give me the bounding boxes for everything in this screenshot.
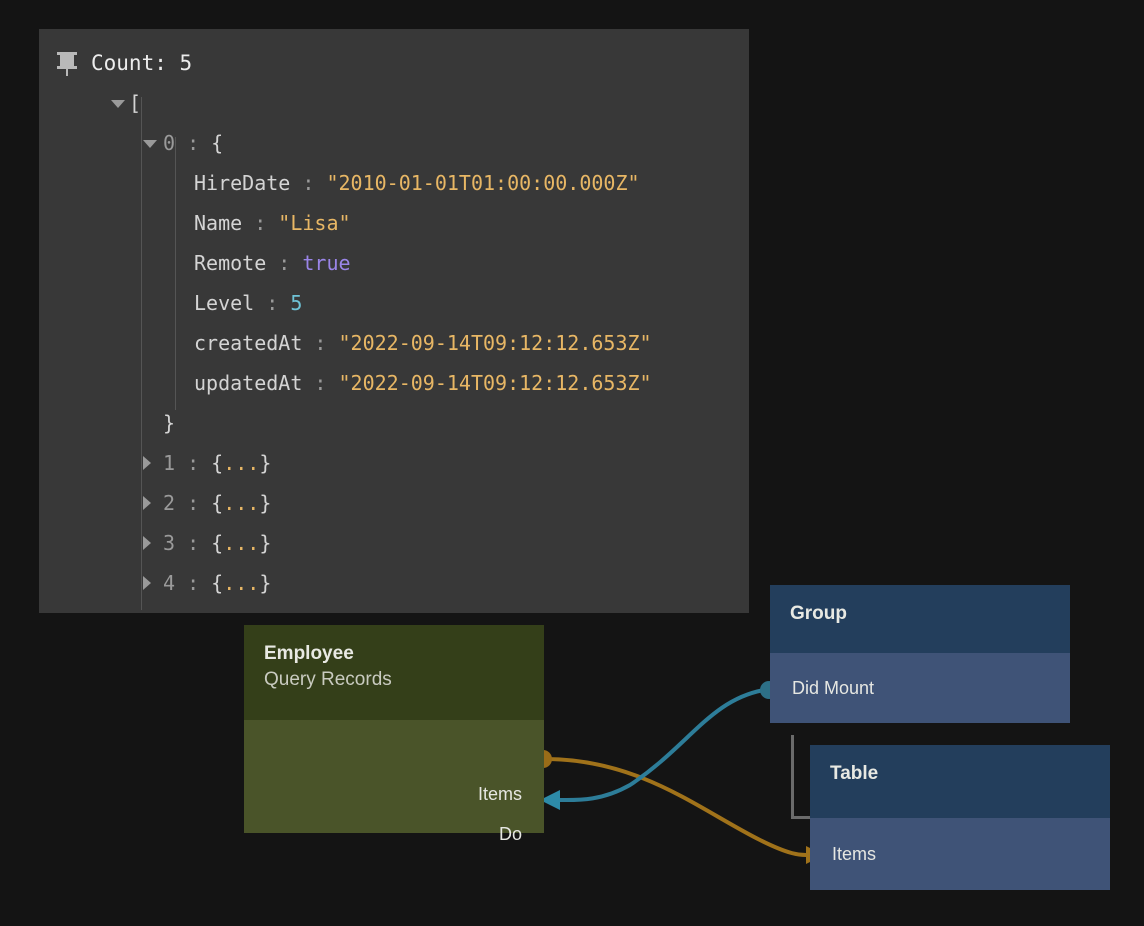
port-table-items[interactable]: Items [810, 834, 1110, 874]
json-index: 1 [163, 451, 175, 475]
json-brace-close: } [259, 571, 271, 595]
json-key: createdAt [194, 331, 302, 355]
json-separator: : [254, 291, 290, 315]
debug-count-row: Count: 5 [39, 43, 749, 83]
json-separator: : [175, 571, 211, 595]
debug-inspector-panel[interactable]: Count: 5 [0 : {HireDate : "2010-01-01T01… [39, 29, 749, 613]
chevron-right-icon[interactable] [143, 456, 151, 470]
json-collapsed-ellipsis: ... [223, 531, 259, 555]
json-tree-row[interactable]: 2 : {...} [39, 483, 749, 523]
port-group-did-mount[interactable]: Did Mount [770, 668, 1070, 708]
json-brace-close: } [259, 491, 271, 515]
json-tree-row[interactable]: 3 : {...} [39, 523, 749, 563]
json-tree-row[interactable]: } [39, 403, 749, 443]
json-tree-row[interactable]: Name : "Lisa" [39, 203, 749, 243]
json-separator: : [175, 531, 211, 555]
json-tree-row[interactable]: HireDate : "2010-01-01T01:00:00.000Z" [39, 163, 749, 203]
node-employee-subtitle: Query Records [264, 666, 524, 693]
json-index: 3 [163, 531, 175, 555]
json-tree-row[interactable]: updatedAt : "2022-09-14T09:12:12.653Z" [39, 363, 749, 403]
json-collapsed-ellipsis: ... [223, 451, 259, 475]
json-tree-row[interactable]: 0 : { [39, 123, 749, 163]
json-key: updatedAt [194, 371, 302, 395]
json-tree-row[interactable]: [ [39, 83, 749, 123]
chevron-right-icon[interactable] [143, 496, 151, 510]
chevron-right-icon[interactable] [143, 536, 151, 550]
json-key: HireDate [194, 171, 290, 195]
node-employee-header: Employee Query Records [244, 625, 544, 720]
json-brace-open: { [211, 531, 223, 555]
node-group-title: Group [790, 601, 1050, 626]
json-tree[interactable]: [0 : {HireDate : "2010-01-01T01:00:00.00… [39, 83, 749, 613]
json-value: "2010-01-01T01:00:00.000Z" [326, 171, 639, 195]
node-employee-body: Items Do [244, 720, 544, 833]
chevron-right-icon[interactable] [143, 576, 151, 590]
node-table-header: Table [810, 745, 1110, 818]
json-brace-open: { [211, 491, 223, 515]
json-brace-close: } [259, 451, 271, 475]
json-collapsed-ellipsis: ... [223, 571, 259, 595]
json-brace-close: } [259, 531, 271, 555]
json-separator: : [266, 251, 302, 275]
json-separator: : [175, 491, 211, 515]
tree-guide-line-2 [175, 137, 176, 410]
node-table[interactable]: Table Items [810, 745, 1110, 890]
json-index: 2 [163, 491, 175, 515]
wire-group-didmount-to-employee-do [558, 690, 764, 800]
json-separator: : [302, 331, 338, 355]
json-key: Name [194, 211, 242, 235]
json-value: 5 [290, 291, 302, 315]
json-tree-row[interactable]: Remote : true [39, 243, 749, 283]
wire-employee-items-to-table-items [545, 759, 806, 855]
node-group[interactable]: Group Did Mount [770, 585, 1070, 723]
port-employee-items[interactable]: Items [244, 774, 544, 814]
json-separator: : [175, 131, 211, 155]
node-employee[interactable]: Employee Query Records Items Do [244, 625, 544, 833]
json-index: 4 [163, 571, 175, 595]
nesting-bracket [791, 735, 811, 819]
json-value: "Lisa" [278, 211, 350, 235]
node-group-body: Did Mount [770, 653, 1070, 723]
port-employee-do[interactable]: Do [244, 814, 544, 854]
json-value: true [302, 251, 350, 275]
json-separator: : [290, 171, 326, 195]
json-value: "2022-09-14T09:12:12.653Z" [339, 371, 652, 395]
node-employee-title: Employee [264, 641, 524, 666]
json-separator: : [242, 211, 278, 235]
json-brace-open: { [211, 571, 223, 595]
chevron-down-icon[interactable] [111, 100, 125, 108]
node-table-body: Items [810, 818, 1110, 890]
json-tree-row[interactable]: Level : 5 [39, 283, 749, 323]
json-tree-row[interactable]: 1 : {...} [39, 443, 749, 483]
json-bracket: { [211, 131, 223, 155]
json-brace-open: { [211, 451, 223, 475]
json-tree-row[interactable]: 4 : {...} [39, 563, 749, 603]
pin-icon[interactable] [56, 51, 78, 75]
json-tree-row[interactable]: createdAt : "2022-09-14T09:12:12.653Z" [39, 323, 749, 363]
json-value: "2022-09-14T09:12:12.653Z" [339, 331, 652, 355]
json-bracket: [ [129, 91, 141, 115]
chevron-down-icon[interactable] [143, 140, 157, 148]
json-collapsed-ellipsis: ... [223, 491, 259, 515]
json-bracket: } [163, 411, 175, 435]
json-separator: : [175, 451, 211, 475]
node-table-title: Table [830, 761, 1090, 786]
json-key: Remote [194, 251, 266, 275]
node-group-header: Group [770, 585, 1070, 653]
json-tree-row[interactable]: ] [39, 603, 749, 613]
count-label: Count: 5 [91, 43, 192, 83]
json-separator: : [302, 371, 338, 395]
json-bracket: ] [129, 611, 141, 613]
json-index: 0 [163, 131, 175, 155]
tree-guide-line-1 [141, 97, 142, 610]
json-key: Level [194, 291, 254, 315]
